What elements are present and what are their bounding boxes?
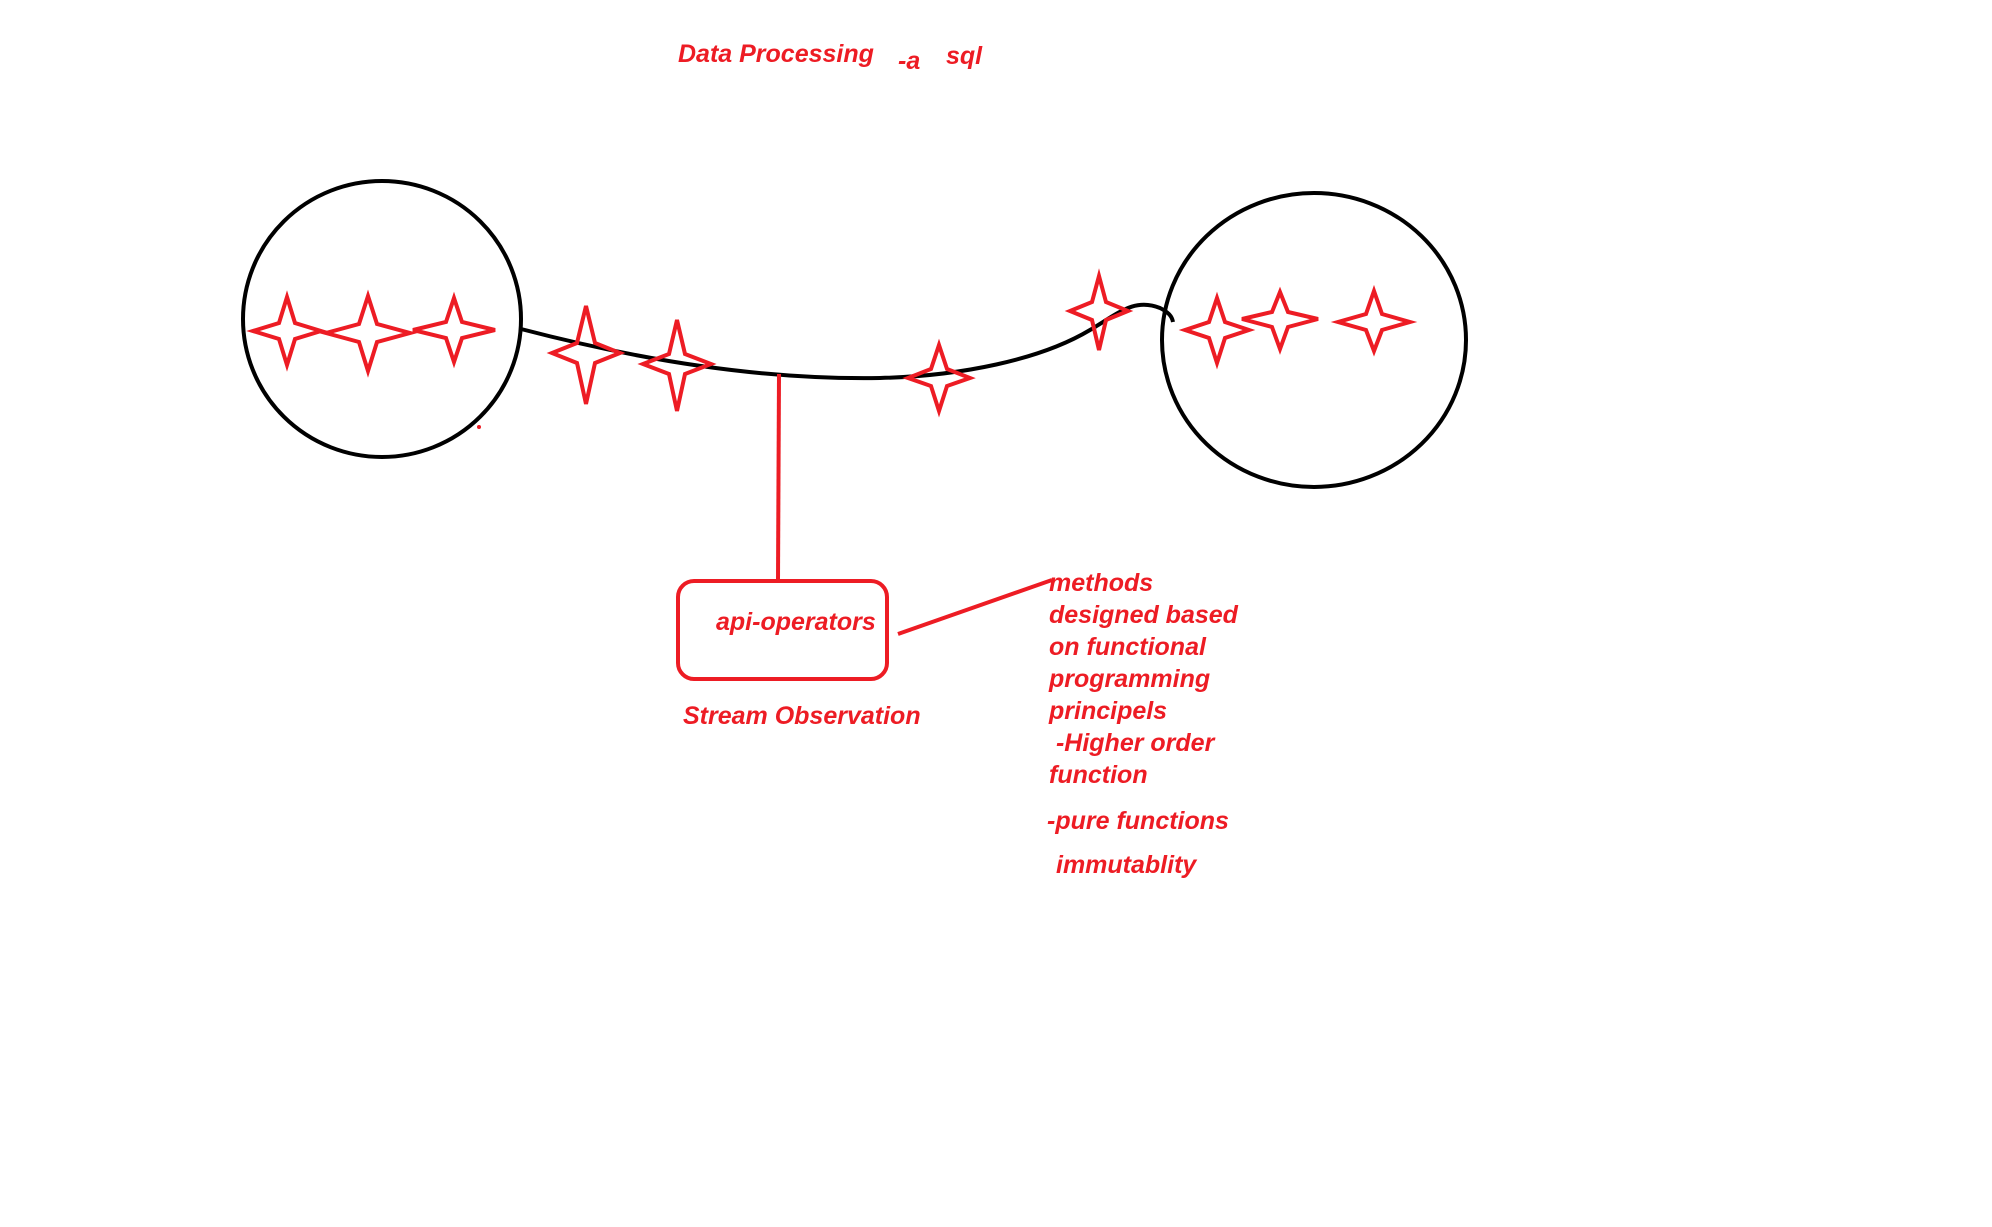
stray-dot	[477, 425, 481, 429]
stream-curve	[520, 302, 1175, 381]
stream-observation-caption: Stream Observation	[683, 702, 921, 730]
api-operators-box	[676, 579, 889, 681]
four-point-star-icon	[246, 290, 328, 372]
four-point-star-icon	[318, 289, 418, 378]
title-sql: sql	[946, 42, 983, 70]
notes-line: function	[1049, 761, 1148, 789]
four-point-star-icon	[637, 319, 717, 412]
notes-line: methods	[1049, 569, 1154, 597]
notes-immutability: immutablity	[1056, 851, 1197, 879]
notes-block: methods designed based on functional pro…	[1049, 567, 1238, 791]
four-point-star-icon	[412, 291, 496, 369]
four-point-star-icon	[1241, 286, 1319, 355]
observation-connector	[776, 373, 781, 581]
four-point-star-icon	[902, 338, 976, 418]
notes-pure-functions: -pure functions	[1047, 807, 1229, 835]
notes-line: designed based	[1049, 601, 1238, 629]
four-point-star-icon	[1064, 268, 1134, 351]
title-flag: -a	[898, 47, 921, 75]
notes-line: -Higher order	[1049, 729, 1215, 757]
notes-line: principels	[1049, 697, 1168, 725]
stream-items	[246, 268, 1418, 418]
sink-circle	[1160, 191, 1468, 489]
api-operators-label: api-operators	[716, 608, 876, 636]
four-point-star-icon	[546, 305, 626, 405]
four-point-star-icon	[1178, 291, 1256, 370]
title-data-processing: Data Processing	[678, 40, 874, 68]
notes-line: programming	[1049, 665, 1211, 693]
notes-line: on functional	[1049, 633, 1206, 661]
four-point-star-icon	[1330, 284, 1418, 357]
source-circle	[241, 179, 523, 459]
notes-connector	[897, 578, 1053, 636]
